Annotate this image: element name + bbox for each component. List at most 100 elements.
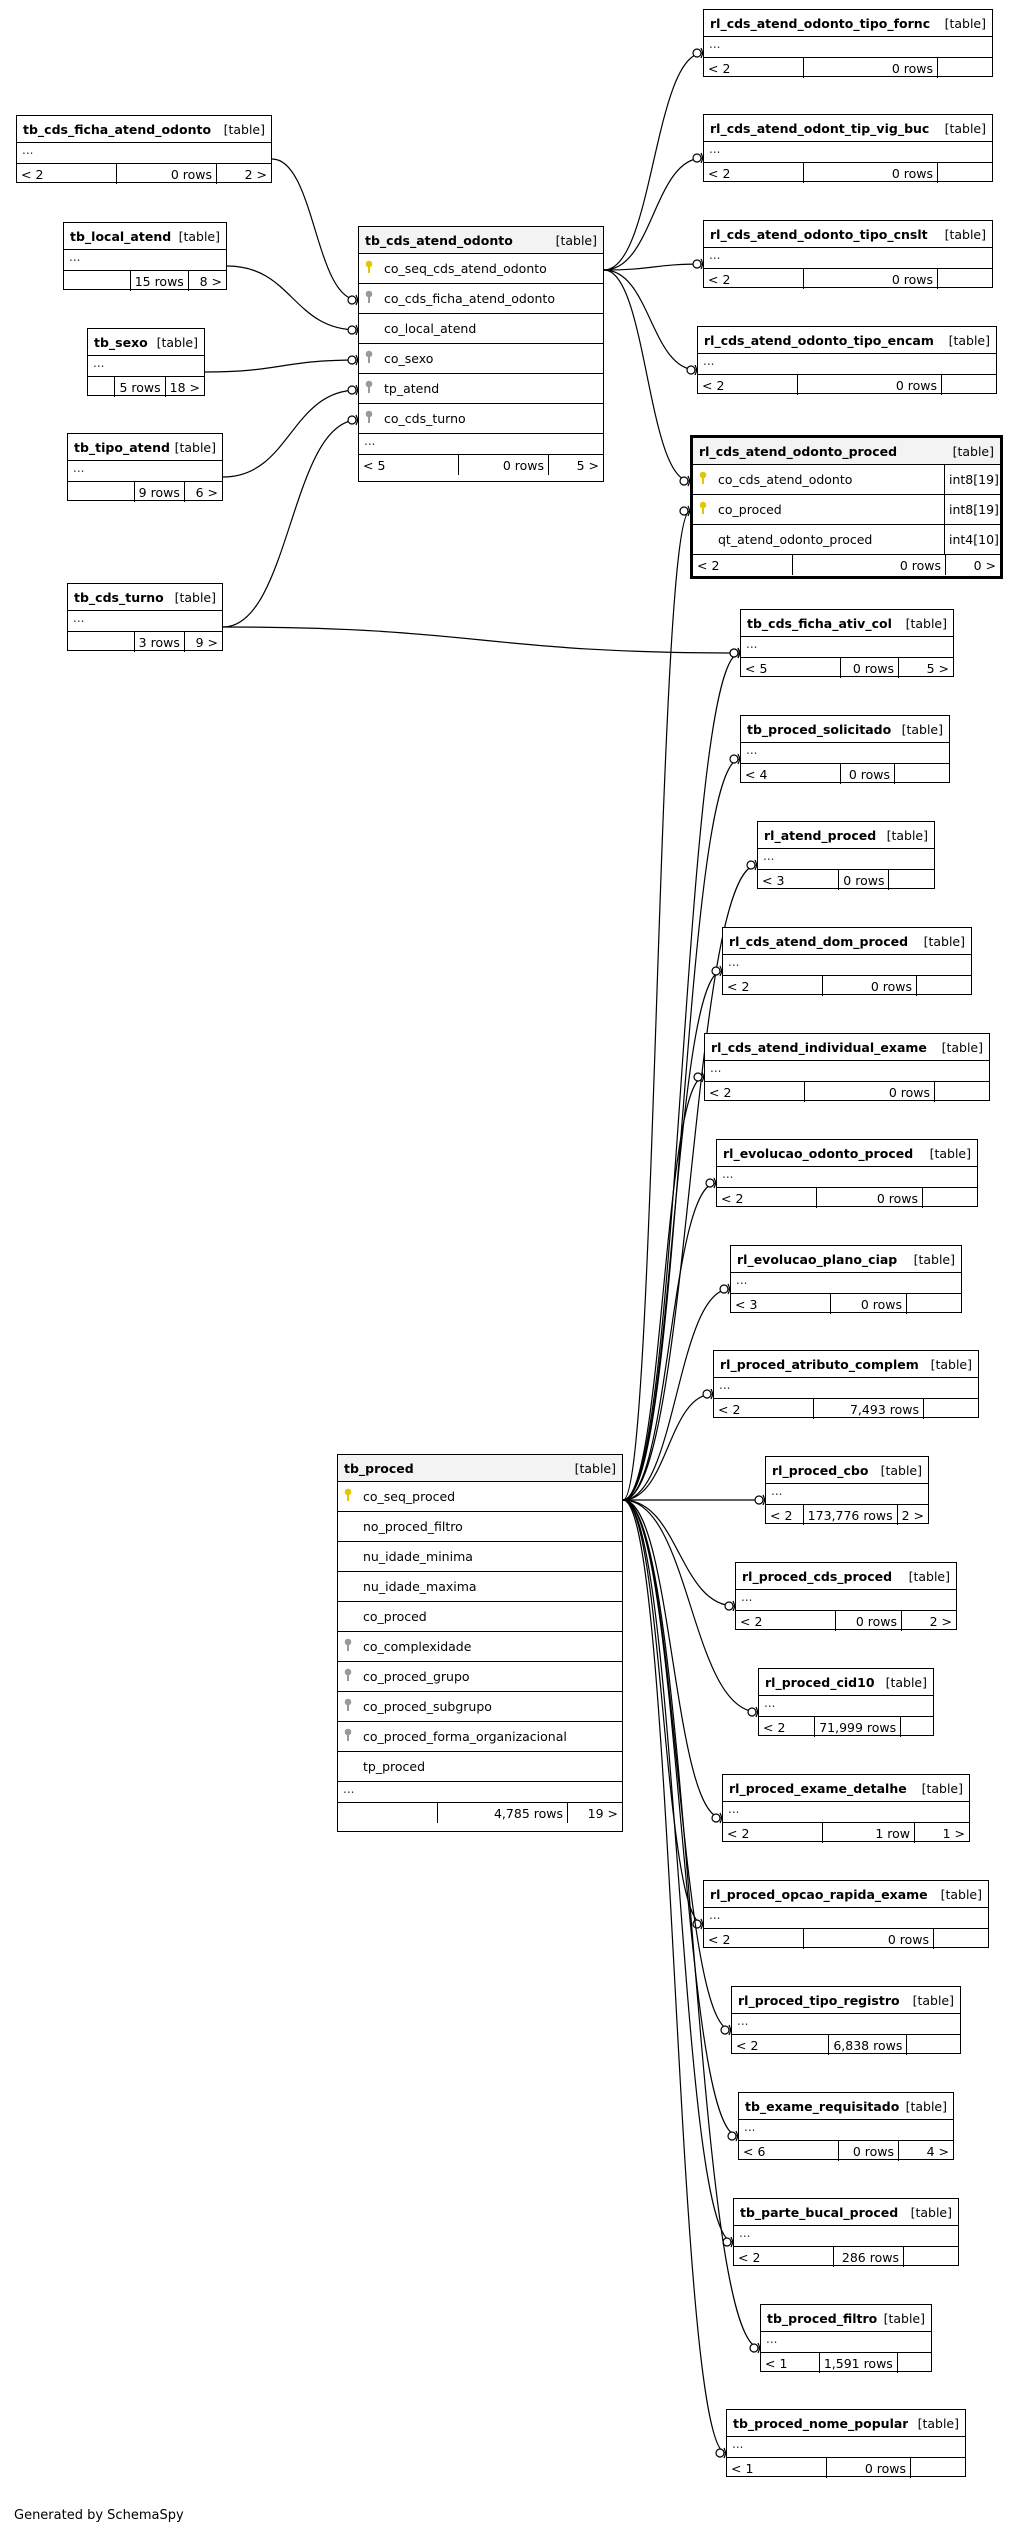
children-count[interactable] <box>941 375 996 395</box>
parents-count[interactable]: < 2 <box>17 164 117 184</box>
table-name[interactable]: rl_cds_atend_individual_exame <box>711 1039 927 1055</box>
table-name[interactable]: tb_cds_atend_odonto <box>365 232 513 248</box>
column-row[interactable]: co_seq_cds_atend_odonto <box>359 254 603 284</box>
children-count[interactable]: 6 > <box>183 482 222 502</box>
column-row[interactable]: co_local_atend <box>359 314 603 344</box>
children-count[interactable] <box>934 1082 989 1102</box>
parents-count[interactable]: < 2 <box>704 163 804 183</box>
parents-count[interactable] <box>64 271 131 291</box>
table-name[interactable]: rl_proced_exame_detalhe <box>729 1780 907 1796</box>
parents-count[interactable]: < 2 <box>704 1929 804 1949</box>
parents-count[interactable]: < 2 <box>717 1188 817 1208</box>
table-name[interactable]: rl_evolucao_plano_ciap <box>737 1251 898 1267</box>
children-count[interactable] <box>922 1188 977 1208</box>
parents-count[interactable]: < 1 <box>727 2458 827 2478</box>
table-rl-cds-atend-odont-tip-vig-buc[interactable]: rl_cds_atend_odont_tip_vig_buc[table]...… <box>703 114 993 183</box>
table-name[interactable]: rl_atend_proced <box>764 827 877 843</box>
column-row[interactable]: tp_proced <box>338 1752 622 1782</box>
parents-count[interactable]: < 2 <box>704 269 804 289</box>
column-row[interactable]: co_cds_turno <box>359 404 603 434</box>
table-rl-proced-opcao-rapida-exame[interactable]: rl_proced_opcao_rapida_exame[table]...< … <box>703 1880 989 1949</box>
column-row[interactable]: no_proced_filtro <box>338 1512 622 1542</box>
parents-count[interactable]: < 2 <box>766 1505 804 1525</box>
table-name[interactable]: tb_local_atend <box>70 228 172 244</box>
children-count[interactable] <box>910 2458 965 2478</box>
column-row[interactable]: co_proced_grupo <box>338 1662 622 1692</box>
children-count[interactable] <box>937 269 992 289</box>
parents-count[interactable]: < 2 <box>759 1717 816 1737</box>
children-count[interactable] <box>923 1399 978 1419</box>
table-name[interactable]: rl_cds_atend_odonto_tipo_fornc <box>710 15 931 31</box>
table-name[interactable]: rl_proced_cid10 <box>765 1674 875 1690</box>
parents-count[interactable]: < 2 <box>693 555 793 575</box>
table-name[interactable]: rl_proced_tipo_registro <box>738 1992 900 2008</box>
children-count[interactable]: 8 > <box>187 271 226 291</box>
table-name[interactable]: tb_cds_ficha_ativ_col <box>747 615 892 631</box>
parents-count[interactable]: < 4 <box>741 764 841 784</box>
table-rl-cds-atend-odonto-tipo-encam[interactable]: rl_cds_atend_odonto_tipo_encam[table]...… <box>697 326 997 395</box>
parents-count[interactable]: < 1 <box>761 2353 820 2373</box>
parents-count[interactable]: < 5 <box>359 455 459 475</box>
children-count[interactable]: 1 > <box>914 1823 969 1843</box>
children-count[interactable]: 5 > <box>548 455 603 475</box>
table-name[interactable]: rl_cds_atend_odonto_tipo_cnslt <box>710 226 928 242</box>
children-count[interactable]: 0 > <box>945 555 1000 575</box>
table-name[interactable]: rl_cds_atend_odont_tip_vig_buc <box>710 120 930 136</box>
table-name[interactable]: rl_cds_atend_dom_proced <box>729 933 909 949</box>
table-rl-cds-atend-odonto-tipo-cnslt[interactable]: rl_cds_atend_odonto_tipo_cnslt[table]...… <box>703 220 993 289</box>
table-name[interactable]: rl_proced_atributo_complem <box>720 1356 919 1372</box>
children-count[interactable] <box>937 163 992 183</box>
table-name[interactable]: tb_cds_ficha_atend_odonto <box>23 121 212 137</box>
table-name[interactable]: rl_proced_cbo <box>772 1462 869 1478</box>
children-count[interactable] <box>906 1294 961 1314</box>
parents-count[interactable]: < 6 <box>739 2141 839 2161</box>
parents-count[interactable] <box>68 482 135 502</box>
children-count[interactable]: 2 > <box>901 1611 956 1631</box>
children-count[interactable] <box>903 2247 958 2267</box>
column-row[interactable]: co_proced_subgrupo <box>338 1692 622 1722</box>
children-count[interactable] <box>888 870 934 890</box>
column-row[interactable]: co_seq_proced <box>338 1482 622 1512</box>
table-name[interactable]: tb_proced_filtro <box>767 2310 878 2326</box>
parents-count[interactable]: < 2 <box>736 1611 836 1631</box>
children-count[interactable]: 9 > <box>183 632 222 652</box>
table-name[interactable]: tb_sexo <box>94 334 148 350</box>
children-count[interactable] <box>894 764 949 784</box>
children-count[interactable]: 19 > <box>567 1803 622 1823</box>
table-name[interactable]: tb_parte_bucal_proced <box>740 2204 899 2220</box>
parents-count[interactable] <box>68 632 135 652</box>
table-name[interactable]: tb_proced <box>344 1460 414 1476</box>
table-rl-cds-atend-odonto-tipo-fornc[interactable]: rl_cds_atend_odonto_tipo_fornc[table]...… <box>703 9 993 78</box>
parents-count[interactable]: < 2 <box>732 2035 830 2055</box>
column-row[interactable]: co_sexo <box>359 344 603 374</box>
children-count[interactable]: 2 > <box>896 1505 928 1525</box>
table-name[interactable]: tb_cds_turno <box>74 589 164 605</box>
table-tb-cds-atend-odonto[interactable]: tb_cds_atend_odonto[table]co_seq_cds_ate… <box>358 226 604 482</box>
parents-count[interactable]: < 2 <box>734 2247 834 2267</box>
table-name[interactable]: rl_cds_atend_odonto_proced <box>699 443 898 459</box>
children-count[interactable]: 5 > <box>898 658 953 678</box>
parents-count[interactable]: < 3 <box>758 870 840 890</box>
column-row[interactable]: co_complexidade <box>338 1632 622 1662</box>
children-count[interactable] <box>916 976 971 996</box>
children-count[interactable] <box>933 1929 988 1949</box>
